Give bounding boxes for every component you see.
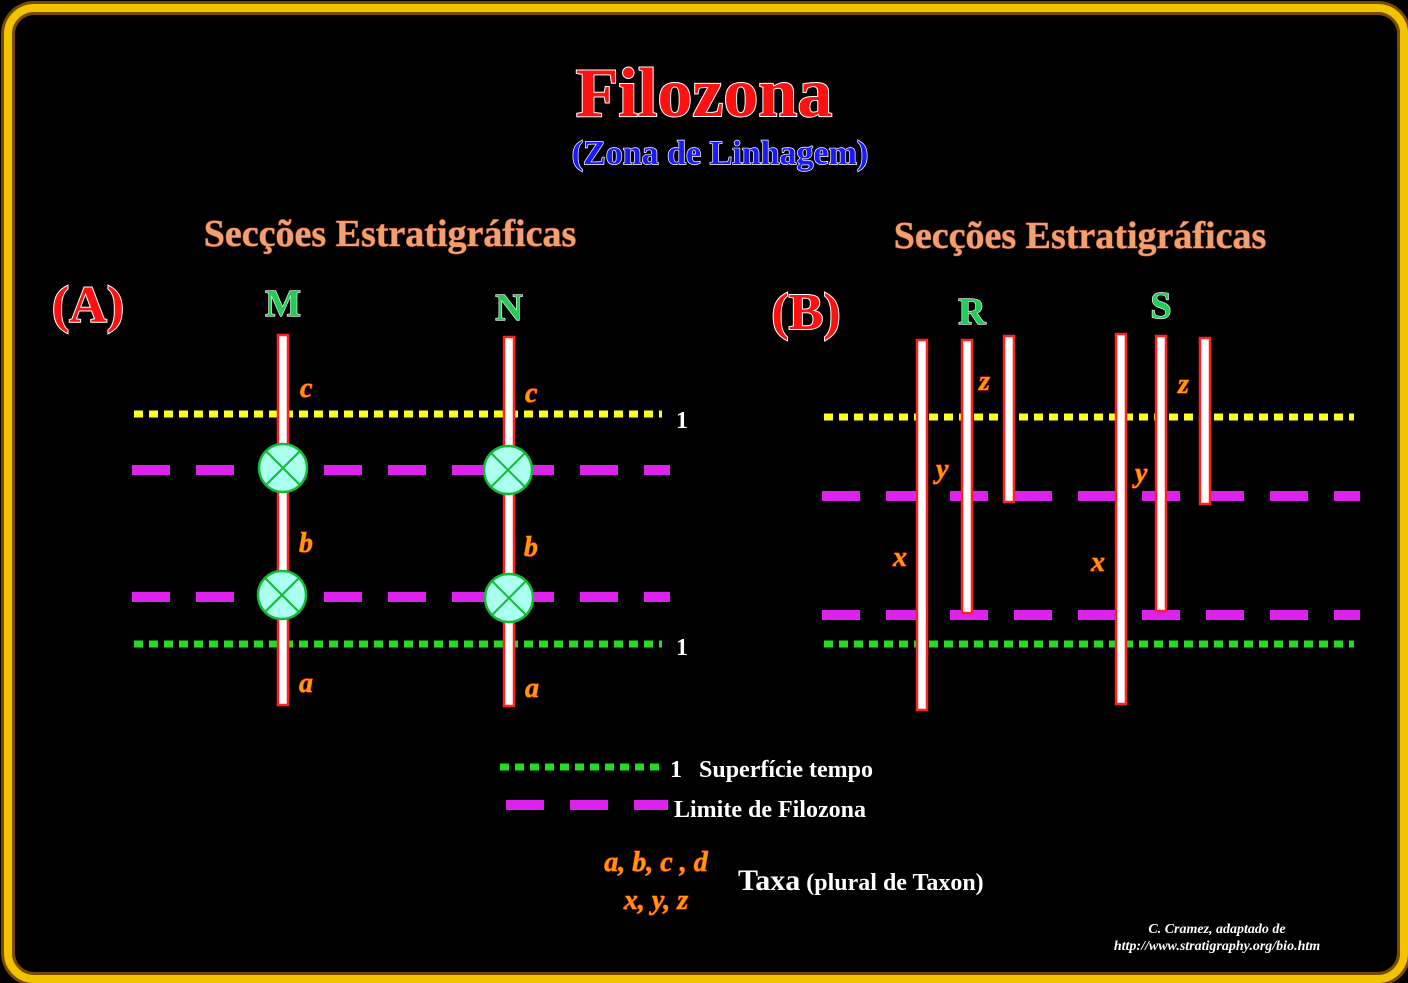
taxon-label-s-y: y	[1132, 458, 1148, 489]
time-surface-number-bottom: 1	[676, 635, 688, 661]
heading-b: Secções Estratigráficas	[894, 215, 1267, 257]
subtitle: (Zona de Linhagem)	[572, 135, 869, 172]
legend-taxa-label: Taxa (plural de Taxon)	[738, 864, 984, 897]
taxon-label-n-b: b	[524, 532, 538, 563]
credit-author: C. Cramez, adaptado de	[1148, 922, 1285, 937]
legend-taxa-examples-1: a, b, c , d	[604, 847, 708, 878]
range-bar-r-x	[915, 338, 929, 712]
panel-a-label: (A)	[52, 277, 124, 334]
range-bar-r-y	[960, 338, 974, 615]
title: Filozona	[576, 55, 833, 132]
range-bar-s-x	[1114, 332, 1128, 706]
section-m-label: M	[265, 283, 301, 325]
taxon-label-m-c: c	[300, 373, 313, 404]
legend-taxa-note: (plural de Taxon)	[800, 870, 983, 896]
lineage-marker-n-lower	[483, 572, 535, 624]
taxon-label-s-x: x	[1090, 547, 1105, 578]
legend-limit-label: Limite de Filozona	[674, 797, 866, 823]
legend-time-number: 1	[670, 757, 682, 783]
lineage-marker-m-upper	[257, 442, 309, 494]
legend-taxa-examples-2: x, y, z	[623, 885, 688, 916]
section-n-column	[502, 335, 516, 708]
range-bar-r-z	[1002, 334, 1016, 504]
panel-b-label: (B)	[771, 284, 840, 341]
time-surface-number-top: 1	[676, 408, 688, 434]
taxon-label-r-y: y	[933, 454, 949, 485]
taxon-label-m-a: a	[299, 668, 313, 699]
section-n-label: N	[495, 287, 522, 329]
taxon-label-m-b: b	[299, 528, 313, 559]
lineage-marker-m-lower	[256, 569, 308, 621]
section-s-label: S	[1150, 285, 1171, 327]
range-bar-s-y	[1154, 334, 1168, 613]
taxon-label-r-z: z	[978, 366, 990, 397]
taxon-label-s-z: z	[1177, 369, 1189, 400]
legend-time-label: Superfície tempo	[699, 757, 873, 783]
taxon-label-n-c: c	[525, 378, 538, 409]
taxon-label-r-x: x	[892, 542, 907, 573]
taxon-label-n-a: a	[525, 673, 539, 704]
lineage-marker-n-upper	[482, 444, 534, 496]
credit-url: http://www.stratigraphy.org/bio.htm	[1114, 939, 1320, 954]
heading-a: Secções Estratigráficas	[204, 213, 577, 255]
legend-taxa-word: Taxa	[738, 864, 800, 897]
section-m-column	[276, 333, 290, 707]
section-r-label: R	[958, 291, 986, 333]
range-bar-s-z	[1198, 336, 1212, 506]
